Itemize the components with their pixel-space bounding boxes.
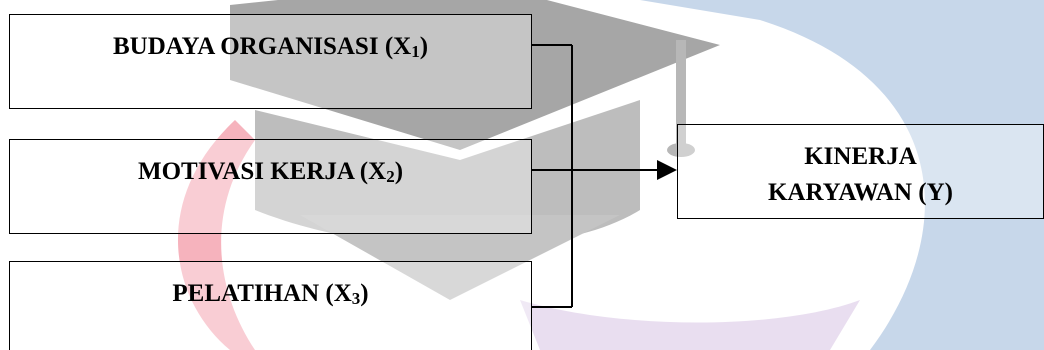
x2-subscript: 2 bbox=[386, 167, 395, 186]
variable-label-x3: PELATIHAN (X3) bbox=[10, 280, 531, 309]
watermark-purple-arc bbox=[520, 300, 860, 350]
variable-box-y: KINERJA KARYAWAN (Y) bbox=[677, 124, 1044, 219]
y-label-line1: KINERJA bbox=[804, 143, 917, 170]
x2-text: MOTIVASI KERJA (X bbox=[137, 158, 387, 185]
variable-label-x2: MOTIVASI KERJA (X2) bbox=[10, 158, 531, 187]
x1-text: BUDAYA ORGANISASI (X bbox=[112, 33, 412, 60]
x3-text: PELATIHAN (X bbox=[172, 280, 352, 307]
y-label-line2: KARYAWAN (Y) bbox=[767, 179, 953, 206]
watermark-blue-swoosh bbox=[640, 0, 1044, 350]
x1-subscript: 1 bbox=[411, 42, 420, 61]
variable-box-x2: MOTIVASI KERJA (X2) bbox=[9, 139, 532, 234]
x1-close: ) bbox=[419, 33, 429, 60]
x3-close: ) bbox=[360, 280, 369, 307]
variable-label-x1: BUDAYA ORGANISASI (X1) bbox=[10, 33, 531, 62]
watermark-cap-lower bbox=[300, 215, 620, 300]
variable-box-x1: BUDAYA ORGANISASI (X1) bbox=[9, 14, 532, 109]
variable-box-x3: PELATIHAN (X3) bbox=[9, 261, 532, 350]
watermark-cap-top bbox=[230, 0, 720, 150]
x2-close: ) bbox=[394, 158, 404, 185]
x3-subscript: 3 bbox=[351, 289, 361, 308]
watermark-red-swoosh bbox=[177, 120, 255, 350]
watermark-tassel bbox=[676, 40, 686, 150]
watermark-cap-body bbox=[255, 100, 640, 248]
watermark-tassel-end bbox=[667, 143, 695, 157]
